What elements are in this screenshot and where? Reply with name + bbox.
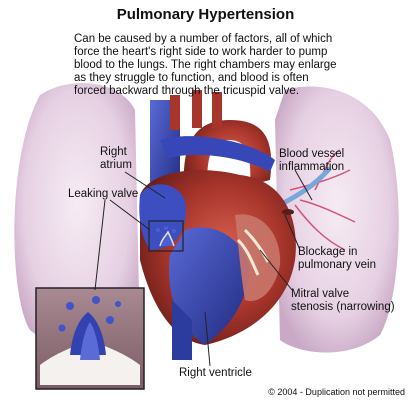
description-line: force the heart's right side to work har… — [74, 46, 328, 58]
label-line: pulmonary vein — [298, 259, 376, 271]
label-blockage: Blockage in pulmonary vein — [298, 246, 376, 272]
page-title: Pulmonary Hypertension — [116, 6, 295, 23]
description-line: Can be caused by a number of factors, al… — [74, 33, 333, 45]
pulmonary-artery — [160, 136, 275, 172]
label-leaking-valve: Leaking valve — [68, 188, 139, 200]
valve-highlight-box — [148, 220, 184, 252]
mitral-valve-2 — [236, 238, 260, 276]
label-vessel-inflammation: Blood vessel inflammation — [279, 148, 344, 174]
aortic-branch-2 — [192, 90, 202, 128]
description-line: forced backward through the tricuspid va… — [74, 85, 300, 97]
label-line: Blockage in — [298, 246, 358, 258]
mitral-valve — [243, 228, 270, 263]
valve-inset-detail — [40, 296, 140, 385]
label-line: Mitral valve — [291, 288, 350, 300]
aortic-branch-3 — [212, 92, 222, 128]
description: Can be caused by a number of factors, al… — [74, 33, 394, 98]
vein-blockage — [282, 209, 294, 215]
label-line: Right — [100, 146, 127, 158]
aortic-branch-1 — [170, 95, 180, 130]
label-mitral-stenosis: Mitral valve stenosis (narrowing) — [291, 288, 395, 314]
copyright-notice: © 2004 - Duplication not permitted — [268, 387, 405, 397]
leader-lines — [94, 169, 313, 367]
inferior-vena-cava — [172, 300, 192, 360]
label-right-ventricle: Right ventricle — [179, 367, 252, 379]
right-atrium — [139, 184, 186, 250]
label-line: stenosis (narrowing) — [291, 301, 395, 313]
description-line: blood to the lungs. The right chambers m… — [74, 59, 337, 71]
label-line: atrium — [100, 159, 132, 171]
description-line: as they struggle to function, and blood … — [74, 72, 309, 84]
label-right-atrium: Right atrium — [100, 146, 132, 172]
left-lung — [14, 83, 140, 353]
label-line: Blood vessel — [279, 148, 345, 160]
valve-leak-small — [156, 226, 176, 247]
right-lung — [275, 86, 399, 353]
lung-vessels — [289, 149, 356, 251]
right-ventricle — [169, 227, 250, 345]
left-ventricle-interior — [235, 214, 281, 301]
label-line: inflammation — [279, 161, 345, 173]
